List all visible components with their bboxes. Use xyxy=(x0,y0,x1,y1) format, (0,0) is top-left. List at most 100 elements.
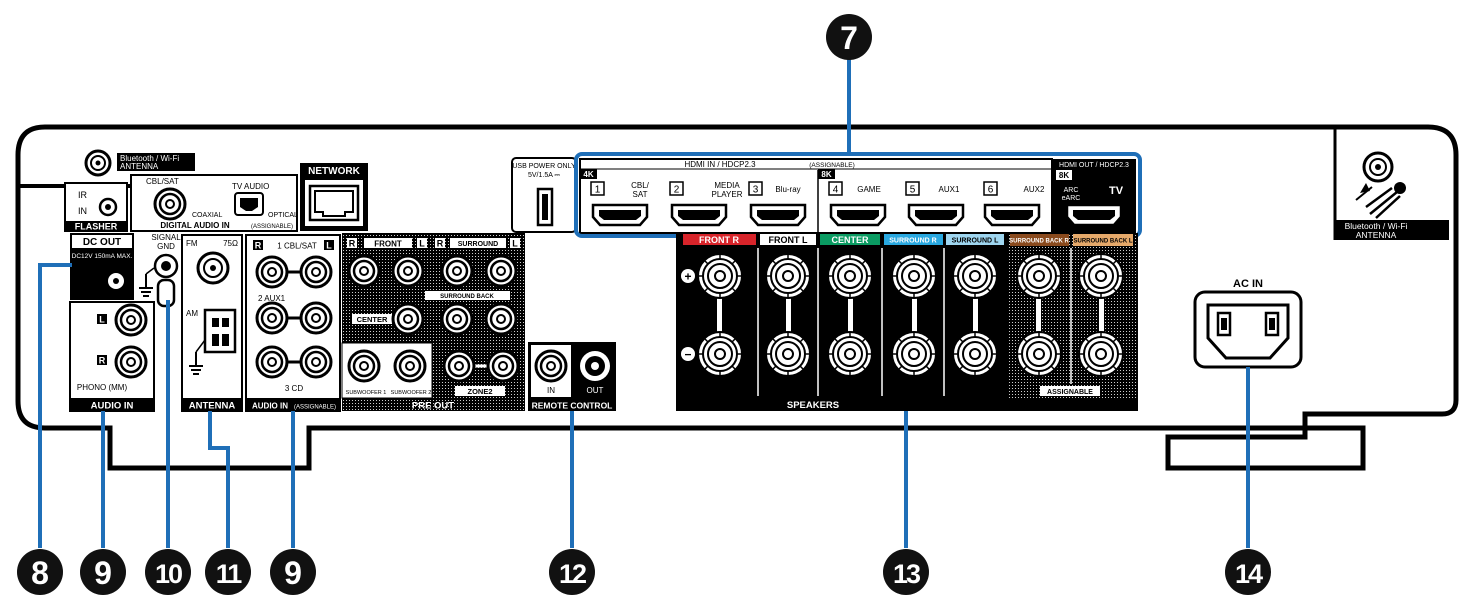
hdmi-port-6-num: 6 xyxy=(988,185,994,196)
bt-antenna-right-line1: Bluetooth / Wi-Fi xyxy=(1345,221,1408,231)
callout-9a: 9 xyxy=(80,549,126,595)
usb-line2: 5V/1.5A ⎓ xyxy=(528,172,560,179)
network-label: NETWORK xyxy=(308,166,360,177)
leader-lines xyxy=(38,57,1250,548)
bt-antenna-left-line2: ANTENNA xyxy=(120,162,159,171)
speakers-block: FRONT R FRONT L CENTER SURROUND R SURROU… xyxy=(676,233,1138,411)
phono-r: R xyxy=(99,356,106,366)
pre-out-sub1: SUBWOOFER 1 xyxy=(346,390,387,396)
remote-label: REMOTE CONTROL xyxy=(532,401,613,411)
callout-7-num: 7 xyxy=(840,20,858,56)
pre-out-sub2: SUBWOOFER 2 xyxy=(391,390,432,396)
hdmi-port-5-line1: AUX1 xyxy=(939,185,960,194)
audio-in-aux1: 2 AUX1 xyxy=(258,294,286,303)
hdmi-out-title: HDMI OUT / HDCP2.3 xyxy=(1059,162,1129,169)
usb-line1: USB POWER ONLY xyxy=(512,163,576,170)
callout-9a-num: 9 xyxy=(94,555,112,591)
hdmi-port-5-num: 5 xyxy=(910,185,916,196)
signal-gnd-line2: GND xyxy=(157,242,175,251)
hdmi-port-6-line1: AUX2 xyxy=(1024,185,1045,194)
hdmi-port-1-line1: CBL/ xyxy=(631,181,650,190)
callout-13: 13 xyxy=(883,549,929,595)
network-port: NETWORK xyxy=(300,163,368,231)
hdmi-out-badge: 8K xyxy=(1059,171,1069,180)
dc-out-spec: DC12V 150mA MAX. xyxy=(72,253,133,260)
digital-cbl-sat: CBL/SAT xyxy=(146,177,179,186)
spk-surround-l: SURROUND L xyxy=(952,238,999,245)
phono-mm: PHONO (MM) xyxy=(77,383,128,392)
hdmi-out-arc: ARC xyxy=(1064,187,1079,194)
callout-14-num: 14 xyxy=(1235,559,1263,589)
callout-7: 7 xyxy=(826,14,872,60)
callout-14: 14 xyxy=(1225,549,1271,595)
remote-in: IN xyxy=(547,386,555,395)
spk-center: CENTER xyxy=(831,235,869,245)
pre-out-l1: L xyxy=(419,239,425,249)
hdmi-out-tv: TV xyxy=(1109,185,1124,197)
hdmi-port-4-num: 4 xyxy=(833,185,839,196)
callout-10: 10 xyxy=(145,549,191,595)
hdmi-in-block: HDMI IN / HDCP2.3 (ASSIGNABLE) 4K 8K 1 C… xyxy=(579,158,1053,234)
spk-label: SPEAKERS xyxy=(787,400,839,411)
antenna-fm: FM xyxy=(186,239,198,248)
digital-optical: OPTICAL xyxy=(268,212,298,219)
flasher-in: IN xyxy=(78,206,87,216)
hdmi-port-3-num: 3 xyxy=(753,185,759,196)
digital-tv-audio: TV AUDIO xyxy=(232,182,269,191)
remote-out: OUT xyxy=(587,386,604,395)
pre-out-r2: R xyxy=(437,239,444,249)
usb-port: USB POWER ONLY 5V/1.5A ⎓ xyxy=(511,157,577,233)
callout-9b-num: 9 xyxy=(284,555,302,591)
callout-10-num: 10 xyxy=(155,559,182,589)
audio-in-cd: 3 CD xyxy=(285,384,303,393)
digital-assignable: (ASSIGNABLE) xyxy=(251,224,293,230)
hdmi-in-assignable: (ASSIGNABLE) xyxy=(809,162,855,169)
antenna-am: AM xyxy=(186,309,198,318)
digital-audio-in: CBL/SAT COAXIAL TV AUDIO OPTICAL DIGITAL… xyxy=(130,174,298,232)
callout-8: 8 xyxy=(17,549,63,595)
pre-out-label: PRE OUT xyxy=(412,401,454,412)
hdmi-badge-4k: 4K xyxy=(583,170,593,179)
remote-control: IN OUT REMOTE CONTROL xyxy=(528,342,616,411)
audio-in-l: L xyxy=(326,241,332,251)
spk-plus: + xyxy=(684,270,691,284)
hdmi-badge-8k: 8K xyxy=(821,170,831,179)
pre-out-surround: SURROUND xyxy=(458,241,498,248)
pre-out-l2: L xyxy=(512,239,518,249)
hdmi-port-2-line1: MEDIA xyxy=(714,181,740,190)
callout-9b: 9 xyxy=(270,549,316,595)
callout-8-num: 8 xyxy=(31,555,49,591)
phono-label: AUDIO IN xyxy=(91,401,134,412)
audio-in-cbl-sat: 1 CBL/SAT xyxy=(277,242,317,251)
ac-inlet: AC IN xyxy=(1193,278,1303,369)
dc-out: DC OUT DC12V 150mA MAX. xyxy=(70,233,134,300)
signal-gnd-line1: SIGNAL xyxy=(151,233,181,242)
audio-in-phono: L R PHONO (MM) AUDIO IN xyxy=(69,301,155,412)
callout-11: 11 xyxy=(205,549,251,595)
spk-sb-l: SURROUND BACK L xyxy=(1073,239,1132,245)
spk-surround-r: SURROUND R xyxy=(889,238,936,245)
bt-antenna-right-line2: ANTENNA xyxy=(1356,230,1397,240)
pre-out-center: CENTER xyxy=(357,315,388,324)
flasher-jack: IR IN FLASHER xyxy=(64,182,128,232)
flasher-ir: IR xyxy=(78,190,88,200)
hdmi-port-2-line2: PLAYER xyxy=(712,190,743,199)
ac-in-label: AC IN xyxy=(1233,278,1263,290)
pre-out-surround-back: SURROUND BACK xyxy=(440,294,494,300)
callout-12-num: 12 xyxy=(559,559,586,589)
callout-11-num: 11 xyxy=(216,559,243,589)
flasher-label: FLASHER xyxy=(75,222,118,232)
hdmi-port-4-line1: GAME xyxy=(857,185,881,194)
antenna-label: ANTENNA xyxy=(189,401,236,412)
hdmi-out-block: HDMI OUT / HDCP2.3 8K ARC eARC TV xyxy=(1052,159,1136,233)
audio-in-assignable: R 1 CBL/SAT L 2 AUX1 3 CD AUDIO IN (ASSI… xyxy=(245,234,341,412)
hdmi-port-3-line1: Blu-ray xyxy=(775,185,800,194)
phono-l: L xyxy=(99,315,105,325)
digital-label: DIGITAL AUDIO IN xyxy=(160,221,229,230)
spk-assignable: ASSIGNABLE xyxy=(1047,389,1093,396)
hdmi-port-1-line2: SAT xyxy=(633,190,648,199)
callout-12: 12 xyxy=(549,549,595,595)
bt-antenna-left: Bluetooth / Wi-Fi ANTENNA xyxy=(84,149,195,177)
digital-coaxial: COAXIAL xyxy=(192,212,222,219)
